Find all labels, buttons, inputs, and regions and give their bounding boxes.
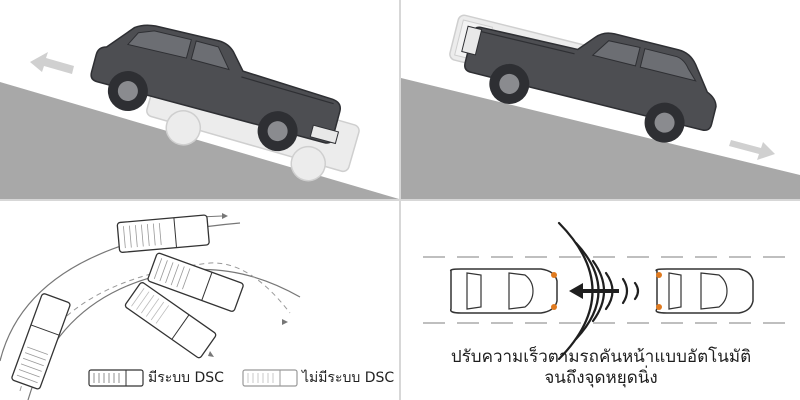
- truck-top-view-with-dsc: [147, 252, 244, 312]
- motion-arrow-right-icon: [729, 140, 775, 160]
- arrowhead-icon: [208, 351, 214, 357]
- distance-arrow-icon: [569, 283, 619, 299]
- front-sensor-icon: [551, 272, 557, 278]
- slope-ground: [401, 78, 800, 199]
- panel-divider-horizontal: [0, 199, 800, 201]
- acc-caption-line2: จนถึงจุดหยุดนิ่ง: [544, 368, 658, 388]
- rear-sensor-icon: [656, 272, 662, 278]
- acc-road-scene: [423, 221, 793, 361]
- truck-top-view-with-dsc: [116, 214, 210, 253]
- pickup-truck: [90, 24, 341, 152]
- hill-descent-scene: [401, 14, 800, 199]
- without-dsc-label: ไม่มีระบบ DSC: [301, 370, 395, 386]
- panel-hill-ascent: [0, 0, 399, 199]
- dsc-road-diagram: [0, 213, 301, 400]
- panel-hill-descent: [401, 0, 800, 199]
- truck-with-dsc-icon: [88, 368, 144, 388]
- with-dsc-label: มีระบบ DSC: [148, 370, 224, 386]
- dsc-legend: มีระบบ DSC ไม่มีระบบ DSC: [88, 367, 394, 389]
- acc-caption: ปรับความเร็วตามรถคันหน้าแบบอัตโนมัติ จนถ…: [409, 347, 793, 389]
- pickup-truck: [461, 25, 717, 143]
- truck-top-view-without-dsc: [124, 282, 217, 359]
- lane-markings: [423, 256, 793, 324]
- truck-top-view-with-dsc: [11, 293, 71, 390]
- own-car-top-view: [449, 268, 558, 314]
- acc-caption-line1: ปรับความเร็วตามรถคันหน้าแบบอัตโนมัติ: [450, 347, 752, 367]
- arrowhead-icon: [282, 319, 288, 325]
- panel-adaptive-cruise: ปรับความเร็วตามรถคันหน้าแบบอัตโนมัติ จนถ…: [401, 201, 800, 400]
- arrowhead-icon: [222, 213, 228, 219]
- truck-without-dsc-icon: [242, 368, 298, 388]
- motion-arrow-left-icon: [30, 52, 74, 74]
- panel-dsc-stability: มีระบบ DSC ไม่มีระบบ DSC: [0, 201, 399, 400]
- front-sensor-icon: [551, 304, 557, 310]
- hill-ascent-scene: [0, 24, 399, 199]
- rear-sensor-icon: [656, 304, 662, 310]
- lead-car-top-view: [655, 268, 754, 314]
